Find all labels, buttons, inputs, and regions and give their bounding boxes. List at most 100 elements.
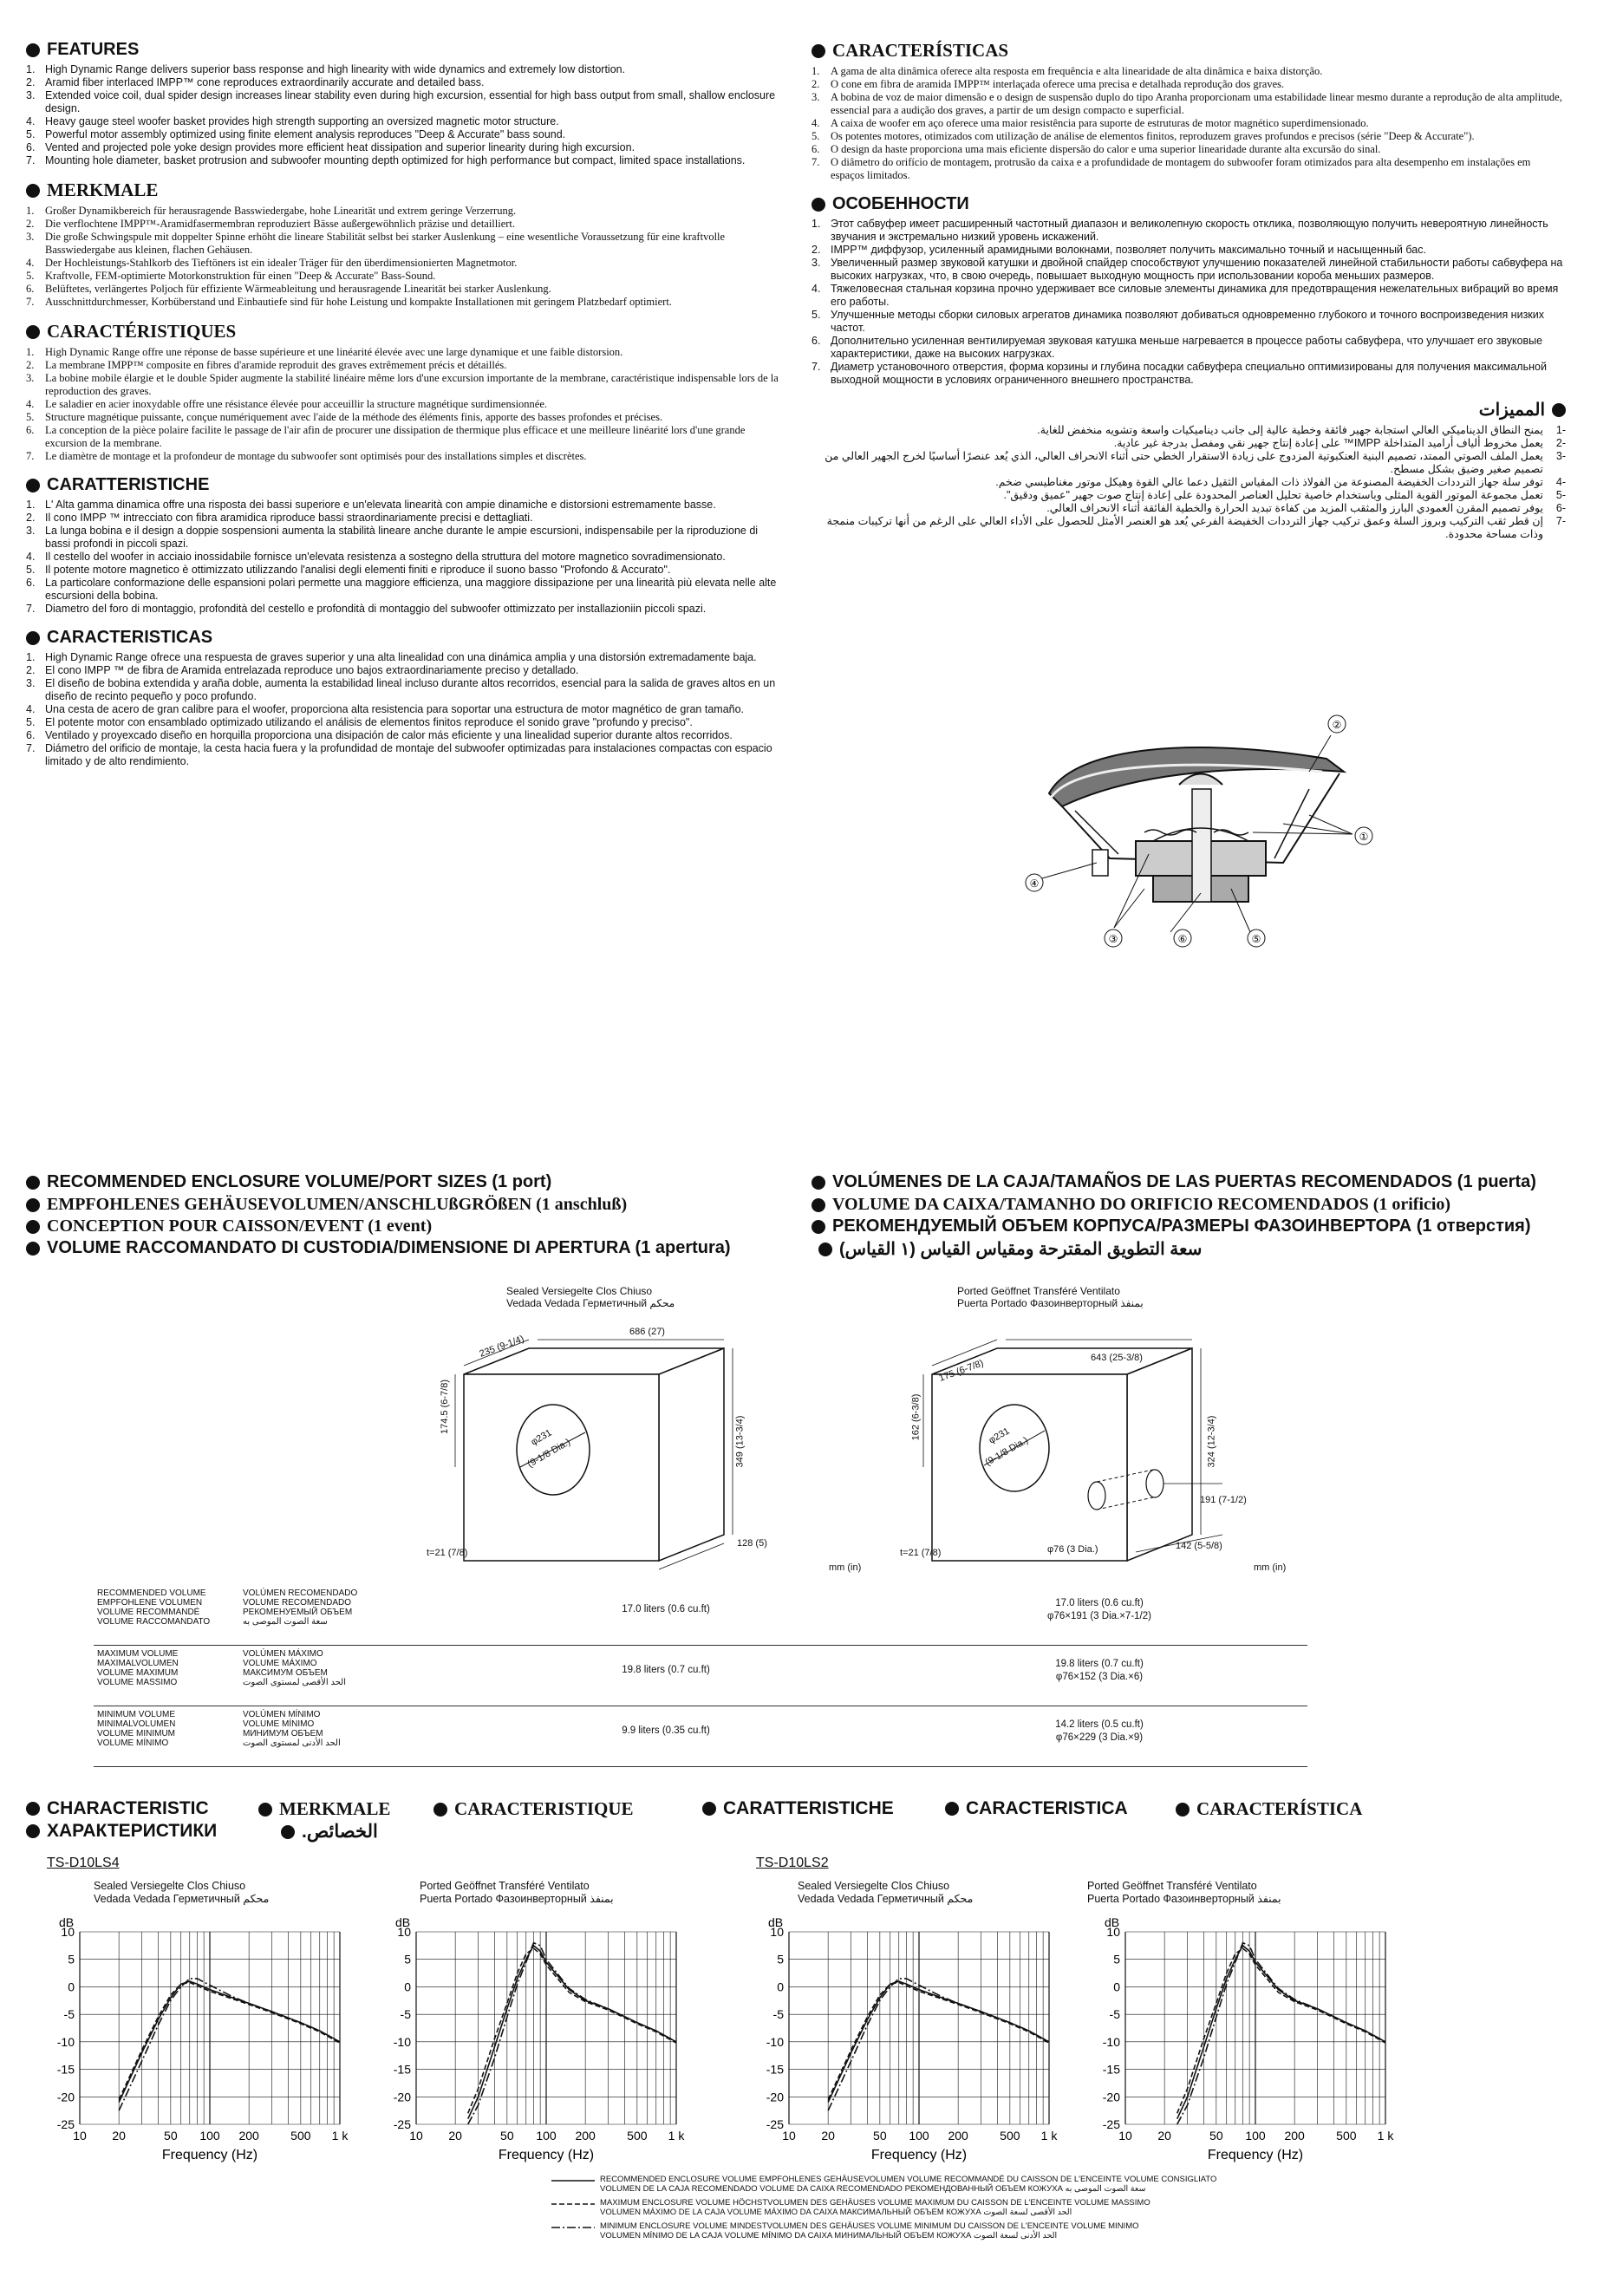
list-item: 7.Диаметр установочного отверстия, форма…: [812, 361, 1566, 387]
bullet-icon: [26, 1219, 40, 1234]
list-item: 4.Le saladier en acier inoxydable offre …: [26, 398, 785, 411]
unit-label: mm (in): [829, 1562, 862, 1573]
item-number: 7.: [812, 361, 821, 373]
sealed-value: 17.0 liters (0.6 cu.ft): [622, 1604, 710, 1614]
y-tick-label: 5: [1113, 1953, 1120, 1967]
item-text: L' Alta gamma dinamica offre una rispost…: [45, 499, 716, 511]
item-number: 3.: [26, 372, 35, 384]
svg-text:⑤: ⑤: [1252, 933, 1261, 945]
list-item: 4. Der Hochleistungs-Stahlkorb des Tieftö…: [26, 257, 785, 270]
item-number: -7: [1555, 515, 1566, 527]
characteristic-heading: MERKMALE: [258, 1798, 390, 1820]
list-item: 5.El potente motor con ensamblado optimi…: [26, 716, 785, 729]
item-text: Le saladier en acier inoxydable offre un…: [45, 398, 548, 410]
item-number: 5.: [26, 128, 36, 140]
item-text: توفر سلة جهاز الترددات الخفيضة المصنوعة …: [995, 476, 1543, 488]
y-tick-label: -20: [57, 2090, 75, 2104]
bullet-icon: [26, 1824, 40, 1838]
ported-label-2: Puerta Portado Фазоинверторный بمنفذ: [957, 1297, 1144, 1309]
bullet-icon: [812, 1197, 825, 1212]
y-tick-label: -25: [57, 2117, 75, 2131]
series-line-dashdot: [1176, 1941, 1386, 2125]
item-text: Der Hochleistungs-Stahlkorb des Tieftöne…: [45, 257, 518, 269]
item-text: La conception de la pièce polaire facili…: [45, 424, 746, 449]
item-text: O cone em fibra de aramida IMPP™ interla…: [831, 78, 1285, 90]
sealed-label-2: Vedada Vedada Герметичный محكم: [506, 1297, 675, 1309]
item-number: 2.: [26, 664, 36, 676]
item-text: Тяжеловесная стальная корзина прочно уде…: [831, 283, 1559, 308]
enclosure-heading: VOLÚMENES DE LA CAJA/TAMAÑOS DE LAS PUER…: [812, 1172, 1536, 1192]
item-number: -3: [1555, 450, 1566, 462]
item-text: O diâmetro do orifício de montagem, prot…: [831, 156, 1531, 181]
item-text: يمنح النطاق الديناميكي العالي استجابة جه…: [1037, 424, 1543, 436]
item-text: تعمل مجموعة الموتور القوية المثلى وباستخ…: [1003, 489, 1543, 501]
x-tick-label: 50: [1209, 2129, 1223, 2143]
x-tick-label: 200: [1284, 2129, 1305, 2143]
item-number: 4.: [26, 257, 35, 269]
item-number: -6: [1555, 502, 1566, 514]
callout-2: ②: [1327, 714, 1346, 734]
y-tick-label: -10: [394, 2035, 411, 2049]
item-number: 4.: [26, 551, 36, 563]
right-feature-column: CARACTERÍSTICAS 1.A gama de alta dinâmic…: [812, 40, 1566, 553]
item-text: Die große Schwingspule mit doppelter Spi…: [45, 231, 726, 256]
dim-port-length: 191 (7-1/2): [1200, 1495, 1247, 1505]
item-text: Diametro del foro di montaggio, profondi…: [45, 603, 707, 615]
y-tick-label: 0: [404, 1980, 411, 1993]
bullet-icon: [26, 630, 40, 645]
item-number: -2: [1555, 437, 1566, 449]
list-item: 7.Ausschnittdurchmesser, Korbüberstand u…: [26, 296, 785, 309]
sealed-value: 9.9 liters (0.35 cu.ft): [622, 1725, 710, 1736]
legend-line-dashed: [551, 2203, 595, 2205]
features-ru: ОСОБЕННОСТИ 1.Этот сабвуфер имеет расшир…: [812, 194, 1566, 387]
list-item: 6.Vented and projected pole yoke design …: [26, 141, 785, 154]
item-text: High Dynamic Range ofrece una respuesta …: [45, 651, 757, 663]
section-heading: CARATTERISTICHE: [26, 475, 785, 495]
x-tick-label: 1 k: [668, 2129, 686, 2143]
enclosure-heading: РЕКОМЕНДУЕМЫЙ ОБЪЕМ КОРПУСА/РАЗМЕРЫ ФАЗО…: [812, 1216, 1531, 1236]
section-heading: CARACTERISTICAS: [26, 628, 785, 648]
series-line-dashdot: [466, 1941, 677, 2125]
y-tick-label: -5: [773, 2007, 785, 2021]
item-number: 4.: [812, 117, 820, 129]
sealed-box-drawing: [454, 1339, 733, 1570]
section-heading: FEATURES: [26, 40, 785, 60]
list-item: 1.L' Alta gamma dinamica offre una rispo…: [26, 499, 785, 512]
feature-list: 1.High Dynamic Range offre une réponse d…: [26, 346, 785, 463]
bullet-icon: [1552, 402, 1566, 417]
x-tick-label: 100: [1245, 2129, 1266, 2143]
list-item: 2.IMPP™ диффузор, усиленный арамидными в…: [812, 244, 1566, 257]
item-text: Улучшенные методы сборки силовых агрегат…: [831, 309, 1544, 334]
list-item: 5.Il potente motore magnetico è ottimizz…: [26, 564, 785, 577]
callout-3: ③: [1104, 929, 1123, 948]
item-text: A caixa de woofer em aço oferece uma mai…: [831, 117, 1369, 129]
y-tick-label: 10: [1106, 1925, 1120, 1939]
y-tick-label: -15: [57, 2063, 75, 2077]
features-en: FEATURES 1.High Dynamic Range delivers s…: [26, 40, 785, 167]
item-number: 6.: [26, 577, 36, 589]
item-number: 4.: [26, 703, 36, 715]
x-axis-label: Frequency (Hz): [871, 2148, 967, 2162]
item-number: 3.: [26, 89, 36, 101]
item-number: 7.: [812, 156, 820, 168]
item-number: 2.: [812, 244, 821, 256]
heading-text: CARATTERISTICHE: [47, 475, 210, 494]
series-line-dashed: [1176, 1947, 1386, 2114]
heading-text: MERKMALE: [47, 179, 159, 200]
enclosure-heading: RECOMMENDED ENCLOSURE VOLUME/PORT SIZES …: [26, 1172, 551, 1192]
item-text: La lunga bobina e il design a doppie sos…: [45, 525, 759, 550]
list-item: 4.Il cestello del woofer in acciaio inos…: [26, 551, 785, 564]
item-number: 7.: [26, 296, 35, 308]
dim-port-position: 142 (5-5/8): [1176, 1541, 1222, 1551]
x-tick-label: 100: [909, 2129, 929, 2143]
callout-1: ①: [1354, 826, 1373, 845]
item-text: O design da haste proporciona uma mais e…: [831, 143, 1381, 155]
feature-list: 1.A gama de alta dinâmica oferece alta r…: [812, 65, 1566, 182]
item-number: 7.: [26, 450, 35, 462]
